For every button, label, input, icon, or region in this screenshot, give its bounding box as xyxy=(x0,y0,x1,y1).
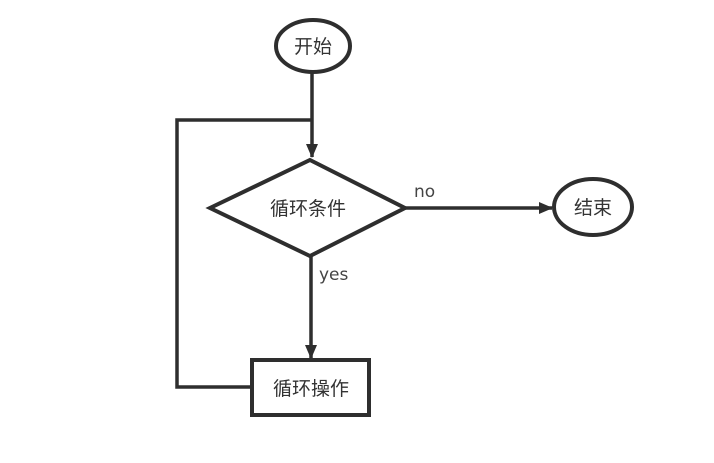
edge-label-no: no xyxy=(414,182,435,202)
node-condition-diamond xyxy=(205,157,410,259)
node-start-label: 开始 xyxy=(294,36,332,58)
node-end-ellipse xyxy=(552,177,634,237)
node-operation-rect xyxy=(250,358,371,417)
node-condition-label: 循环条件 xyxy=(270,198,346,220)
edge-operation-to-condition xyxy=(175,118,312,389)
node-end-label: 结束 xyxy=(574,197,612,219)
node-operation-label: 循环操作 xyxy=(273,378,349,400)
edge-label-yes: yes xyxy=(319,265,349,285)
node-start-ellipse xyxy=(274,18,352,74)
